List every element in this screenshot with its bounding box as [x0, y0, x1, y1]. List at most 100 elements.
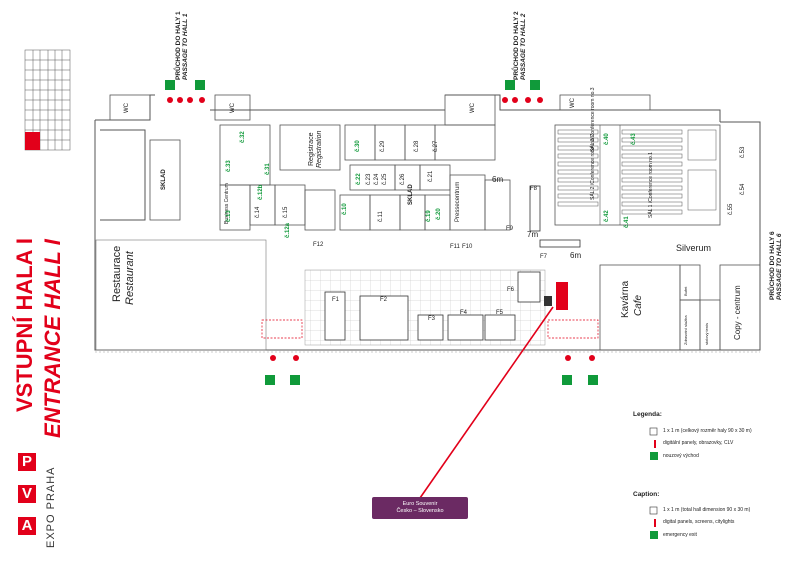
wc-mid: [214, 94, 251, 121]
restaurant-area: [95, 239, 267, 351]
distance-3: 6m: [570, 251, 582, 260]
wc-right2: [559, 94, 651, 111]
distance-1: 6m: [492, 175, 504, 184]
room-55: č.55: [728, 203, 734, 215]
room-31: č.31: [265, 163, 271, 175]
registration-label-en: Registration: [316, 130, 323, 168]
pointer-line: [419, 306, 554, 499]
restaurant-label-en: Restaurant: [124, 251, 136, 305]
room-41: č.41: [624, 216, 630, 228]
field-f5: F5: [496, 310, 504, 316]
pressecentrum-label: Pressecentrum: [455, 181, 461, 222]
field-f3: F3: [428, 316, 436, 322]
wc-label-4: WC: [570, 98, 576, 108]
exit-signs: [165, 80, 598, 385]
wc-label-2: WC: [230, 103, 236, 113]
stoly-label: stolový tenis: [704, 322, 709, 345]
legend-screens-cz: digitální panely, obrazovky, CLV: [663, 440, 734, 446]
field-f11: F11: [450, 244, 460, 250]
room-28: č.28: [414, 140, 420, 152]
room-21: č.21: [428, 170, 434, 182]
room-54: č.54: [740, 183, 746, 195]
legend-screens-en: digital panels, screens, citylights: [663, 519, 735, 525]
legend-heading-en: Caption:: [633, 491, 660, 498]
wc-label-3: WC: [470, 103, 476, 113]
highlighted-stand: [556, 282, 568, 310]
silverum-label: Silverum: [676, 243, 712, 253]
legend-grid-en: 1 x 1 m (total hall dimension 90 x 30 m): [663, 507, 751, 513]
legend-exit-cz: nouzový východ: [663, 453, 699, 459]
field-f4: F4: [460, 310, 468, 316]
room-20: č.20: [436, 208, 442, 220]
field-f9: F9: [506, 226, 514, 232]
callout-line1: Euro Souvenir: [402, 501, 438, 508]
brand-subtitle: EXPO PRAHA: [45, 466, 57, 548]
cafe-label: Kavárna: [620, 280, 631, 318]
field-f10: F10: [462, 244, 473, 250]
distance-2: 7m: [527, 230, 539, 239]
sal3-label: SÁL 3/Conference room no.3: [590, 87, 596, 152]
title-cz: VSTUPNÍ HALA I: [12, 238, 37, 412]
exit-routes: [261, 319, 599, 339]
euro-souvenir-callout[interactable]: Euro Souvenir Česko – Slovensko: [372, 497, 468, 519]
room-24: č.24: [374, 173, 380, 185]
room-42: č.42: [604, 210, 610, 222]
wc-label-1: WC: [124, 103, 130, 113]
legend-grid-cz: 1 x 1 m (celkový rozměr haly 90 x 30 m): [663, 428, 752, 434]
sal1-label: SÁL 1 /Conference room no.1: [648, 152, 654, 218]
stoly-room: [699, 299, 721, 351]
legend-exit-en: emergency exit: [663, 532, 697, 538]
field-f6: F6: [507, 287, 515, 293]
conference-halls: [554, 124, 721, 226]
sklad-label-2: SKLAD: [408, 184, 414, 205]
room-29: č.29: [380, 140, 386, 152]
room-40: č.40: [604, 133, 610, 145]
sklad-room: [149, 139, 181, 221]
arrow-markers: [167, 97, 595, 361]
room-12a: č.12a: [285, 222, 291, 238]
room-11: č.11: [378, 211, 384, 222]
brand-letter-v: V: [18, 485, 36, 503]
office-rooms: [219, 124, 511, 231]
room-43: č.43: [631, 133, 637, 145]
room-19: č.19: [426, 210, 432, 222]
bufet-label: Bufet: [683, 286, 688, 296]
field-f2: F2: [380, 297, 388, 303]
room-13: č.13: [226, 210, 232, 222]
field-f7: F7: [540, 254, 548, 260]
room-25: č.25: [382, 173, 388, 185]
brand-letter-a: A: [18, 517, 36, 535]
room-33: č.33: [226, 160, 232, 172]
callout-line2: Česko – Slovensko: [396, 508, 444, 514]
room-27: č.27: [433, 140, 439, 152]
copy-label: Copy - centrum: [733, 285, 742, 340]
room-10: č.10: [342, 203, 348, 215]
zdrav-label: Zdravotní služba: [683, 315, 688, 345]
room-15: č.15: [283, 206, 289, 218]
field-f1: F1: [332, 297, 340, 303]
sklad-label: SKLAD: [161, 169, 167, 190]
room-14: č.14: [255, 206, 261, 218]
brand-letter-p: P: [18, 453, 36, 471]
seating-rows: [557, 129, 717, 215]
legend-heading-cz: Legenda:: [633, 411, 662, 418]
registration-label: Registrace: [308, 132, 315, 166]
room-32: č.32: [240, 131, 246, 143]
cafe-label-en: Cafe: [633, 294, 644, 316]
field-f12: F12: [313, 242, 324, 248]
field-f8: F8: [530, 186, 538, 192]
room-53: č.53: [740, 146, 746, 158]
restaurant-label: Restaurace: [111, 245, 123, 302]
room-22: č.22: [356, 173, 362, 185]
room-30: č.30: [355, 140, 361, 152]
room-26: č.26: [400, 173, 406, 185]
stands: [324, 185, 581, 341]
title-en: ENTRANCE HALL I: [40, 239, 65, 438]
wc-left: [109, 94, 151, 121]
room-23: č.23: [366, 173, 372, 185]
room-12b: č.12b: [258, 184, 264, 200]
